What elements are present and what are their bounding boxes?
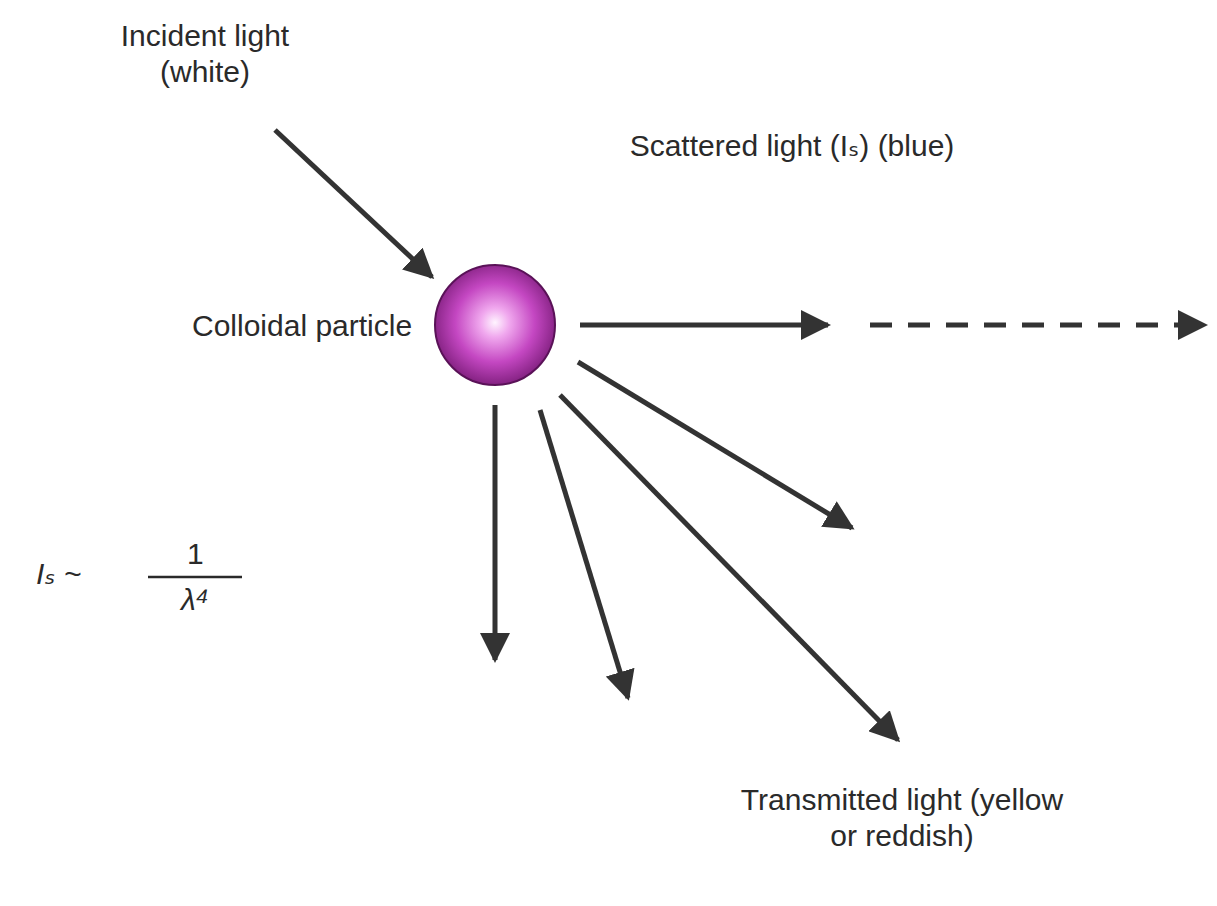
formula-numerator: 1 [187,536,204,572]
colloidal-sphere [435,265,555,385]
formula-denominator: λ⁴ [181,582,209,618]
formula-term: Iₛ ~ [36,556,81,592]
dashed-arrow [870,323,1205,328]
fraction-bar [148,576,242,579]
scattered-arrow [580,323,828,328]
transmitted-arrow [560,395,898,740]
scattered-light-label: Scattered light (Iₛ) (blue) [627,128,957,164]
scattered-arrow [540,410,628,698]
particle-label: Colloidal particle [192,308,412,344]
scattered-arrow [493,405,498,660]
light-arrows [275,130,1205,740]
scattered-arrow [578,362,852,528]
transmitted-light-label: Transmitted light (yellow or reddish) [737,782,1067,854]
incident-light-label: Incident light (white) [95,18,315,90]
incident-arrow [275,130,432,277]
